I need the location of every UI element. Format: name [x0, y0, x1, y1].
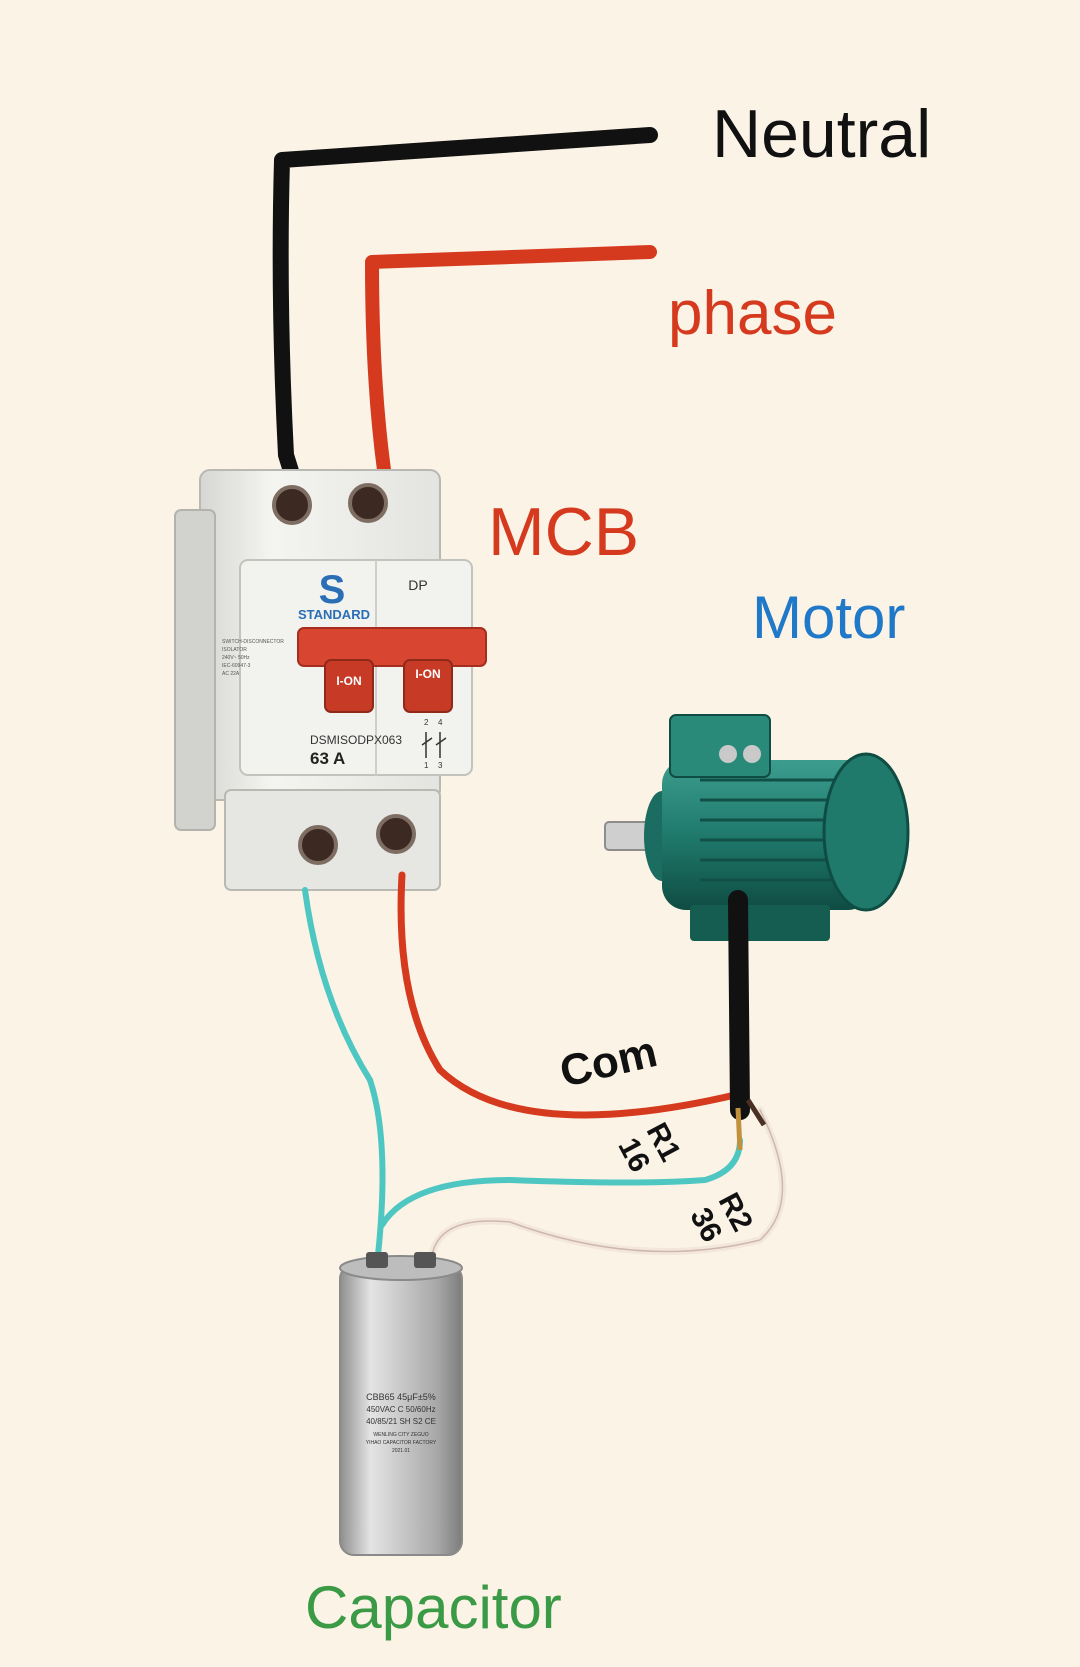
capacitor-device: CBB65 45μF±5% 450VAC C 50/60Hz 40/85/21 …	[339, 1252, 463, 1556]
mcb-switch-right-label: I-ON	[415, 667, 440, 681]
mcb-terminal-bottom-left	[298, 825, 338, 865]
mcb-terminal-mark-3: 3	[438, 761, 443, 770]
capacitor-line-1: CBB65 45μF±5%	[366, 1392, 436, 1402]
mcb-type: DP	[408, 577, 427, 593]
mcb-spec-line-4: IEC-60947-3	[222, 663, 251, 669]
capacitor-line-5: YIHAO CAPACITOR FACTORY	[366, 1440, 437, 1446]
motor-label: Motor	[752, 584, 906, 651]
mcb-spec-line-5: AC 22A	[222, 671, 240, 677]
mcb-to-capacitor-wire	[302, 887, 386, 1258]
capacitor-line-4: WENLING CITY ZEGUO	[373, 1432, 428, 1438]
mcb-brand: STANDARD	[298, 607, 370, 622]
mcb-switch-left-label: I-ON	[336, 674, 361, 688]
standard-logo: S STANDARD	[298, 568, 370, 622]
mcb-handle-bar	[297, 627, 487, 667]
mcb-rating: 63 A	[310, 749, 345, 768]
capacitor-line-2: 450VAC C 50/60Hz	[366, 1405, 435, 1414]
mcb-terminal-top-left	[272, 485, 312, 525]
run-wire-r1	[379, 1137, 743, 1228]
phase-label: phase	[668, 279, 837, 348]
capacitor-label: Capacitor	[305, 1574, 562, 1641]
mcb-terminal-mark-1: 1	[424, 761, 429, 770]
neutral-wire	[272, 127, 658, 508]
mcb-spec-line-1: SWITCH-DISCONNECTOR	[222, 639, 284, 645]
mcb-spec-line-3: 240V~ 50Hz	[222, 655, 250, 661]
mcb-spec-line-2: ISOLATOR	[222, 647, 247, 653]
motor-cable	[728, 890, 750, 1120]
mcb-label: MCB	[488, 494, 640, 570]
mcb-model: DSMISODPX063	[310, 733, 402, 747]
mcb-device: S STANDARD DP I-ON I-ON SWITCH-DISCONNEC…	[174, 469, 487, 891]
mcb-terminal-mark-2: 2	[424, 718, 429, 727]
motor-device	[604, 714, 910, 1151]
capacitor-line-6: 2021.01	[392, 1448, 410, 1454]
neutral-label: Neutral	[712, 96, 932, 172]
phase-to-com-wire	[397, 871, 739, 1119]
phase-wire	[365, 245, 657, 512]
mcb-terminal-mark-4: 4	[438, 718, 443, 727]
capacitor-line-3: 40/85/21 SH S2 CE	[366, 1417, 436, 1426]
mcb-terminal-top-right	[348, 483, 388, 523]
mcb-terminal-bottom-right	[376, 814, 416, 854]
svg-text:S: S	[319, 568, 346, 612]
